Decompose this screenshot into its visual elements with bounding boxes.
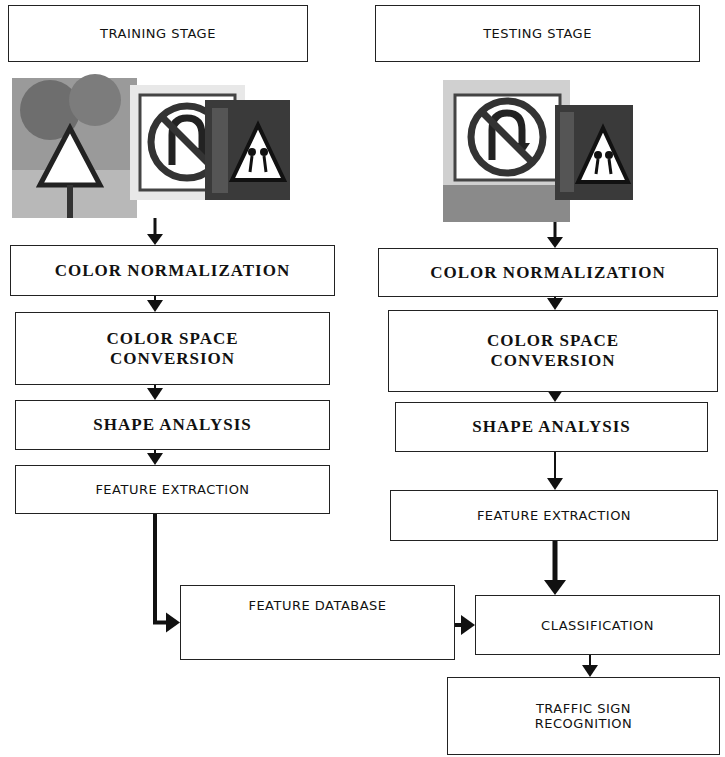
box-label: TRAINING STAGE xyxy=(100,26,216,41)
process-box: COLOR SPACE CONVERSION xyxy=(388,310,718,392)
training-images xyxy=(12,74,290,218)
flow-arrow xyxy=(547,452,563,490)
process-box: TESTING STAGE xyxy=(375,5,700,62)
box-label: COLOR NORMALIZATION xyxy=(430,263,665,283)
box-label: FEATURE EXTRACTION xyxy=(477,508,631,523)
process-box: COLOR NORMALIZATION xyxy=(10,245,335,296)
process-box: TRAINING STAGE xyxy=(8,5,308,62)
flow-arrow xyxy=(582,655,598,677)
testing-images xyxy=(443,80,633,222)
box-label: COLOR NORMALIZATION xyxy=(55,261,290,281)
box-label: FEATURE DATABASE xyxy=(248,598,386,613)
flow-arrow xyxy=(147,450,163,465)
box-label: SHAPE ANALYSIS xyxy=(472,417,630,437)
process-box: TRAFFIC SIGN RECOGNITION xyxy=(447,677,720,755)
box-label: FEATURE EXTRACTION xyxy=(95,482,249,497)
process-box: FEATURE EXTRACTION xyxy=(390,490,718,541)
input-arrows xyxy=(147,218,563,248)
connector-line xyxy=(554,452,556,480)
process-box: FEATURE EXTRACTION xyxy=(15,465,330,514)
arrowhead xyxy=(461,615,475,635)
arrowhead xyxy=(166,613,180,633)
flow-arrow xyxy=(147,296,163,312)
process-box: CLASSIFICATION xyxy=(475,595,720,655)
box-label: TRAFFIC SIGN RECOGNITION xyxy=(509,701,659,731)
box-label: COLOR SPACE CONVERSION xyxy=(88,329,258,369)
arrowhead xyxy=(582,665,598,677)
box-label: COLOR SPACE CONVERSION xyxy=(468,331,638,371)
flow-arrow xyxy=(547,297,563,310)
flow-arrow xyxy=(147,385,163,400)
connector-line xyxy=(553,541,558,582)
flow-arrow xyxy=(544,541,566,595)
arrowhead xyxy=(147,300,163,312)
arrowhead xyxy=(147,388,163,400)
process-box: SHAPE ANALYSIS xyxy=(15,400,330,450)
flow-arrow xyxy=(455,615,475,635)
connector-line xyxy=(155,514,168,623)
process-box: FEATURE DATABASE xyxy=(180,585,455,660)
box-label: SHAPE ANALYSIS xyxy=(93,415,251,435)
process-box: COLOR SPACE CONVERSION xyxy=(15,312,330,385)
arrowhead xyxy=(544,580,566,595)
arrowhead xyxy=(547,478,563,490)
box-label: CLASSIFICATION xyxy=(541,618,654,633)
process-box: COLOR NORMALIZATION xyxy=(378,248,718,297)
process-box: SHAPE ANALYSIS xyxy=(395,402,708,452)
arrowhead xyxy=(147,453,163,465)
box-label: TESTING STAGE xyxy=(483,26,592,41)
flow-arrow xyxy=(155,514,180,633)
arrowhead xyxy=(547,298,563,310)
